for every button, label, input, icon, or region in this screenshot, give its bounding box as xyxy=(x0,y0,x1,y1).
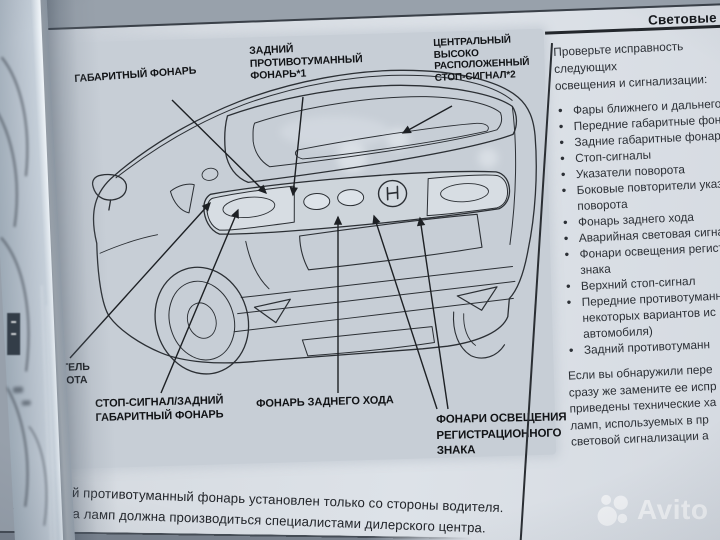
adjacent-page-dark-tag xyxy=(7,313,21,356)
avito-watermark: Avito xyxy=(596,492,708,528)
avito-logo-icon xyxy=(597,494,628,526)
label-high-stop-light: ЦЕНТРАЛЬНЫЙ ВЫСОКО РАСПОЛОЖЕННЫЙ СТОП-СИ… xyxy=(433,34,530,84)
label-line: РЕГИСТРАЦИОННОГО xyxy=(436,426,562,442)
watermark-text: Avito xyxy=(637,494,709,525)
checklist-intro: Проверьте исправность следующих освещени… xyxy=(553,35,720,95)
adjacent-page-smudge xyxy=(21,400,31,406)
checklist-column: Проверьте исправность следующих освещени… xyxy=(553,35,720,450)
adjacent-page-smudge xyxy=(12,386,24,394)
checklist: Фары ближнего и дальнего све Передние га… xyxy=(556,94,720,359)
label-stop-marker-light: СТОП-СИГНАЛ/ЗАДНИЙ ГАБАРИТНЫЙ ФОНАРЬ xyxy=(95,393,224,425)
label-line: ЗНАКА xyxy=(436,444,476,457)
advice-paragraph: Если вы обнаружили пере сразу же заменит… xyxy=(568,359,720,450)
label-rear-fog-light: ЗАДНИЙ ПРОТИВОТУМАННЫЙ ФОНАРЬ*1 xyxy=(249,40,363,82)
label-plate-lights: ФОНАРИ ОСВЕЩЕНИЯ РЕГИСТРАЦИОННОГО ЗНАКА xyxy=(436,410,567,459)
